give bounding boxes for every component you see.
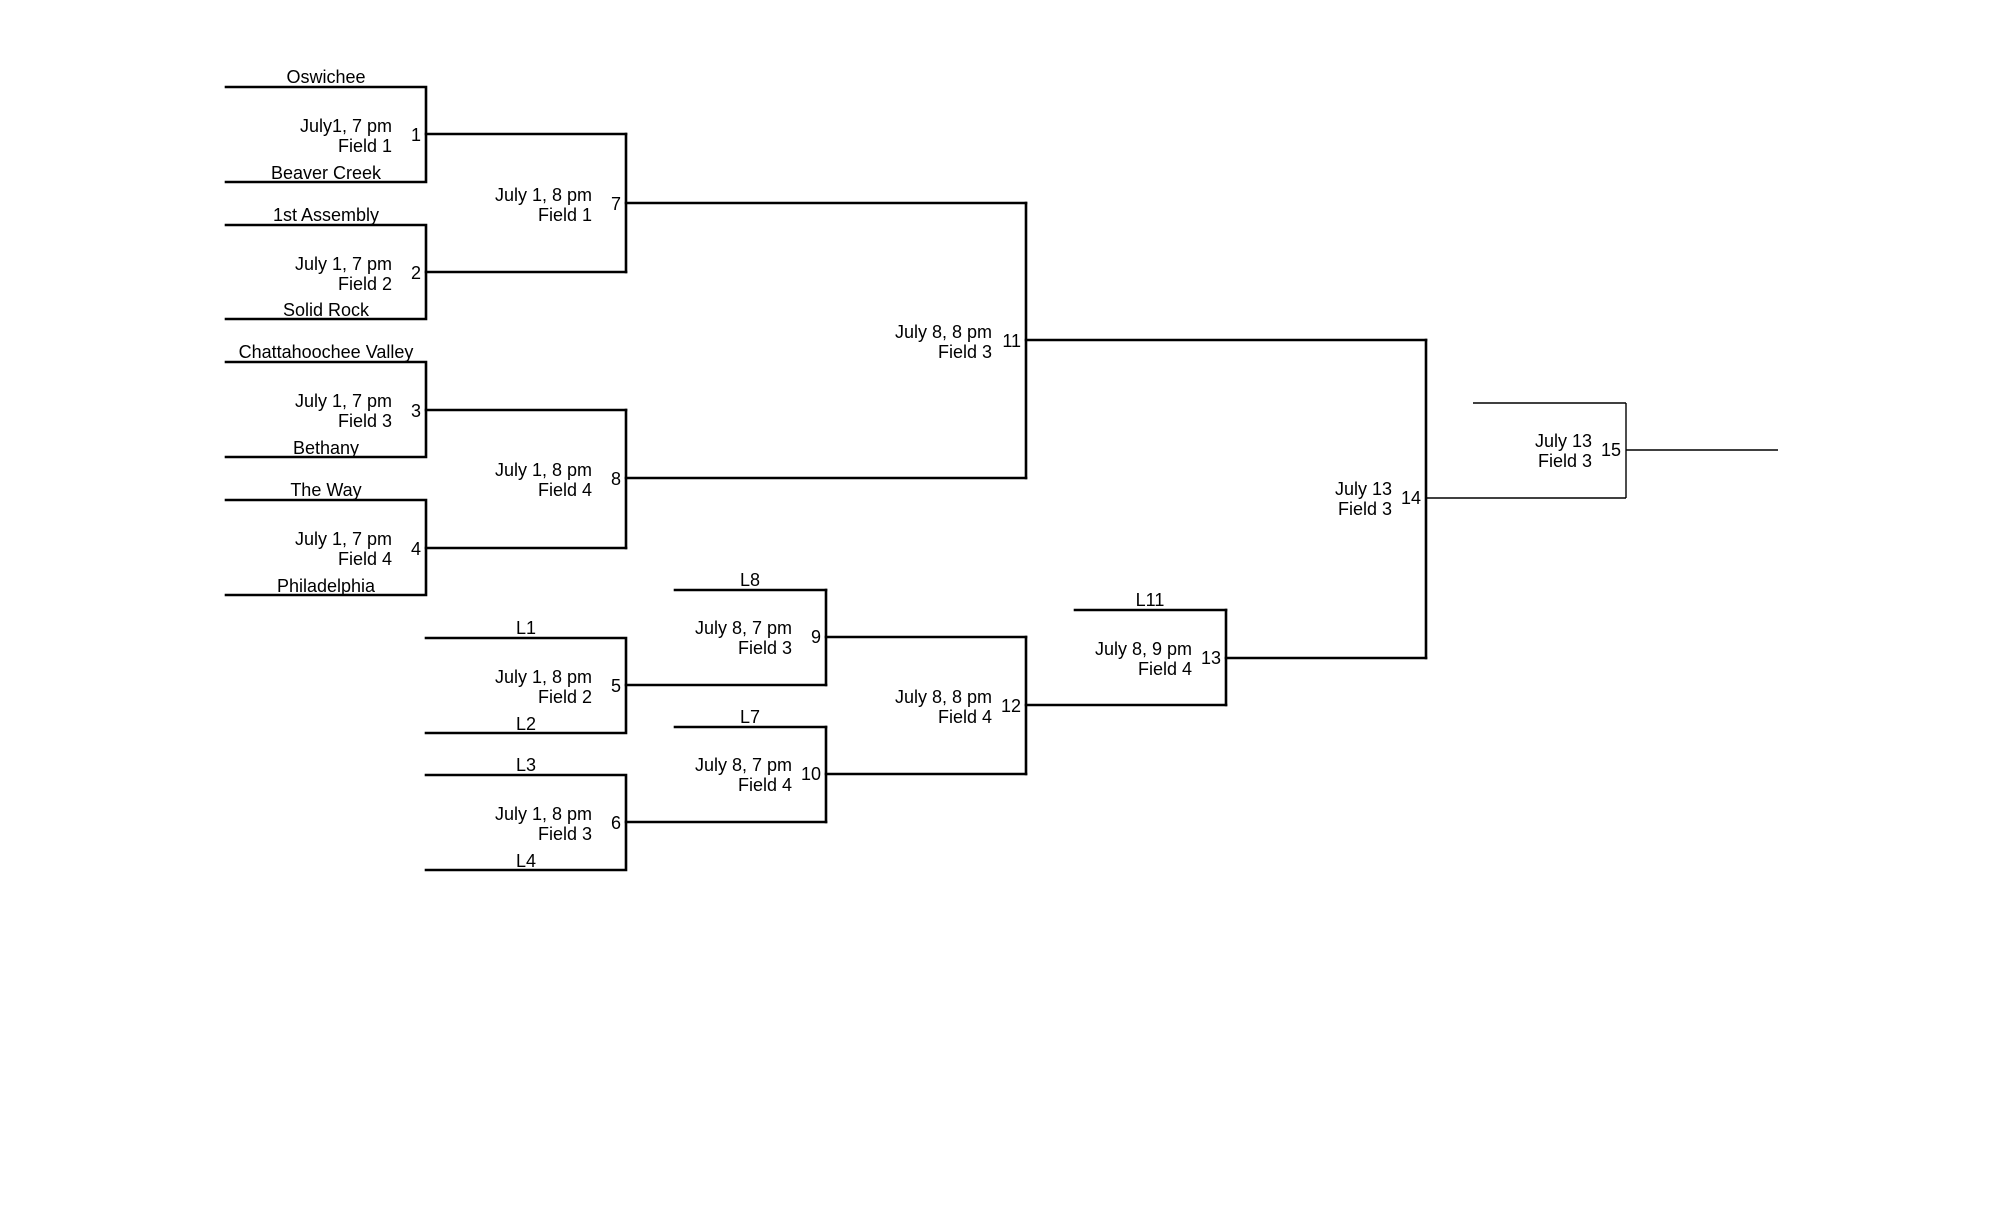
game-8: July 1, 8 pm Field 4 8 [495, 408, 1028, 550]
game-10-time: July 8, 7 pm [695, 755, 792, 775]
game-6-time: July 1, 8 pm [495, 804, 592, 824]
game-11-field: Field 3 [938, 342, 992, 362]
game-13-field: Field 4 [1138, 659, 1192, 679]
game-5: L1 L2 July 1, 8 pm Field 2 5 [424, 618, 828, 735]
loser-l4: L4 [516, 851, 536, 871]
game-13-time: July 8, 9 pm [1095, 639, 1192, 659]
game-14-time: July 13 [1335, 479, 1392, 499]
game-11: July 8, 8 pm Field 3 11 [895, 201, 1428, 480]
game-6-number: 6 [611, 813, 621, 833]
game-4-number: 4 [411, 539, 421, 559]
team-chattahoochee-valley: Chattahoochee Valley [239, 342, 414, 362]
game-8-field: Field 4 [538, 480, 592, 500]
game-5-field: Field 2 [538, 687, 592, 707]
game-3-number: 3 [411, 401, 421, 421]
game-7-time: July 1, 8 pm [495, 185, 592, 205]
loser-l1: L1 [516, 618, 536, 638]
game-4-field: Field 4 [338, 549, 392, 569]
game-4-time: July 1, 7 pm [295, 529, 392, 549]
game-1-field: Field 1 [338, 136, 392, 156]
game-1: Oswichee Beaver Creek July1, 7 pm Field … [224, 67, 628, 184]
game-7-number: 7 [611, 194, 621, 214]
loser-l11: L11 [1136, 590, 1165, 610]
game-7: July 1, 8 pm Field 1 7 [495, 132, 1028, 274]
game-12-number: 12 [1001, 696, 1021, 716]
team-oswichee: Oswichee [286, 67, 365, 87]
game-10-number: 10 [801, 764, 821, 784]
team-1st-assembly: 1st Assembly [273, 205, 379, 225]
game-14-field: Field 3 [1338, 499, 1392, 519]
game-2-number: 2 [411, 263, 421, 283]
game-1-number: 1 [411, 125, 421, 145]
game-14: July 13 Field 3 14 [1335, 338, 1626, 660]
game-2: 1st Assembly Solid Rock July 1, 7 pm Fie… [224, 205, 628, 321]
game-6-field: Field 3 [538, 824, 592, 844]
game-5-number: 5 [611, 676, 621, 696]
game-8-time: July 1, 8 pm [495, 460, 592, 480]
game-9-field: Field 3 [738, 638, 792, 658]
team-solid-rock: Solid Rock [283, 300, 370, 320]
game-15-field: Field 3 [1538, 451, 1592, 471]
game-11-number: 11 [1002, 331, 1021, 351]
team-the-way: The Way [290, 480, 361, 500]
game-9-number: 9 [811, 627, 821, 647]
game-9-time: July 8, 7 pm [695, 618, 792, 638]
game-14-number: 14 [1401, 488, 1421, 508]
game-13: L11 July 8, 9 pm Field 4 13 [1073, 590, 1428, 707]
game-15-number: 15 [1601, 440, 1621, 460]
game-3: Chattahoochee Valley Bethany July 1, 7 p… [224, 342, 628, 459]
game-11-time: July 8, 8 pm [895, 322, 992, 342]
loser-l3: L3 [516, 755, 536, 775]
game-7-field: Field 1 [538, 205, 592, 225]
loser-l8: L8 [740, 570, 760, 590]
game-10: L7 July 8, 7 pm Field 4 10 [673, 707, 1028, 824]
loser-l2: L2 [516, 714, 536, 734]
game-1-time: July1, 7 pm [300, 116, 392, 136]
team-philadelphia: Philadelphia [277, 576, 376, 596]
game-12-time: July 8, 8 pm [895, 687, 992, 707]
game-13-number: 13 [1201, 648, 1221, 668]
game-3-time: July 1, 7 pm [295, 391, 392, 411]
game-3-field: Field 3 [338, 411, 392, 431]
game-9: L8 July 8, 7 pm Field 3 9 [673, 570, 1028, 687]
game-8-number: 8 [611, 469, 621, 489]
loser-l7: L7 [740, 707, 760, 727]
game-6: L3 L4 July 1, 8 pm Field 3 6 [424, 755, 828, 872]
game-10-field: Field 4 [738, 775, 792, 795]
game-4: The Way Philadelphia July 1, 7 pm Field … [224, 480, 628, 597]
game-5-time: July 1, 8 pm [495, 667, 592, 687]
game-12: July 8, 8 pm Field 4 12 [895, 635, 1228, 776]
game-15-time: July 13 [1535, 431, 1592, 451]
game-15: July 13 Field 3 15 [1473, 402, 1778, 498]
game-2-field: Field 2 [338, 274, 392, 294]
game-2-time: July 1, 7 pm [295, 254, 392, 274]
team-beaver-creek: Beaver Creek [271, 163, 382, 183]
game-12-field: Field 4 [938, 707, 992, 727]
team-bethany: Bethany [293, 438, 359, 458]
